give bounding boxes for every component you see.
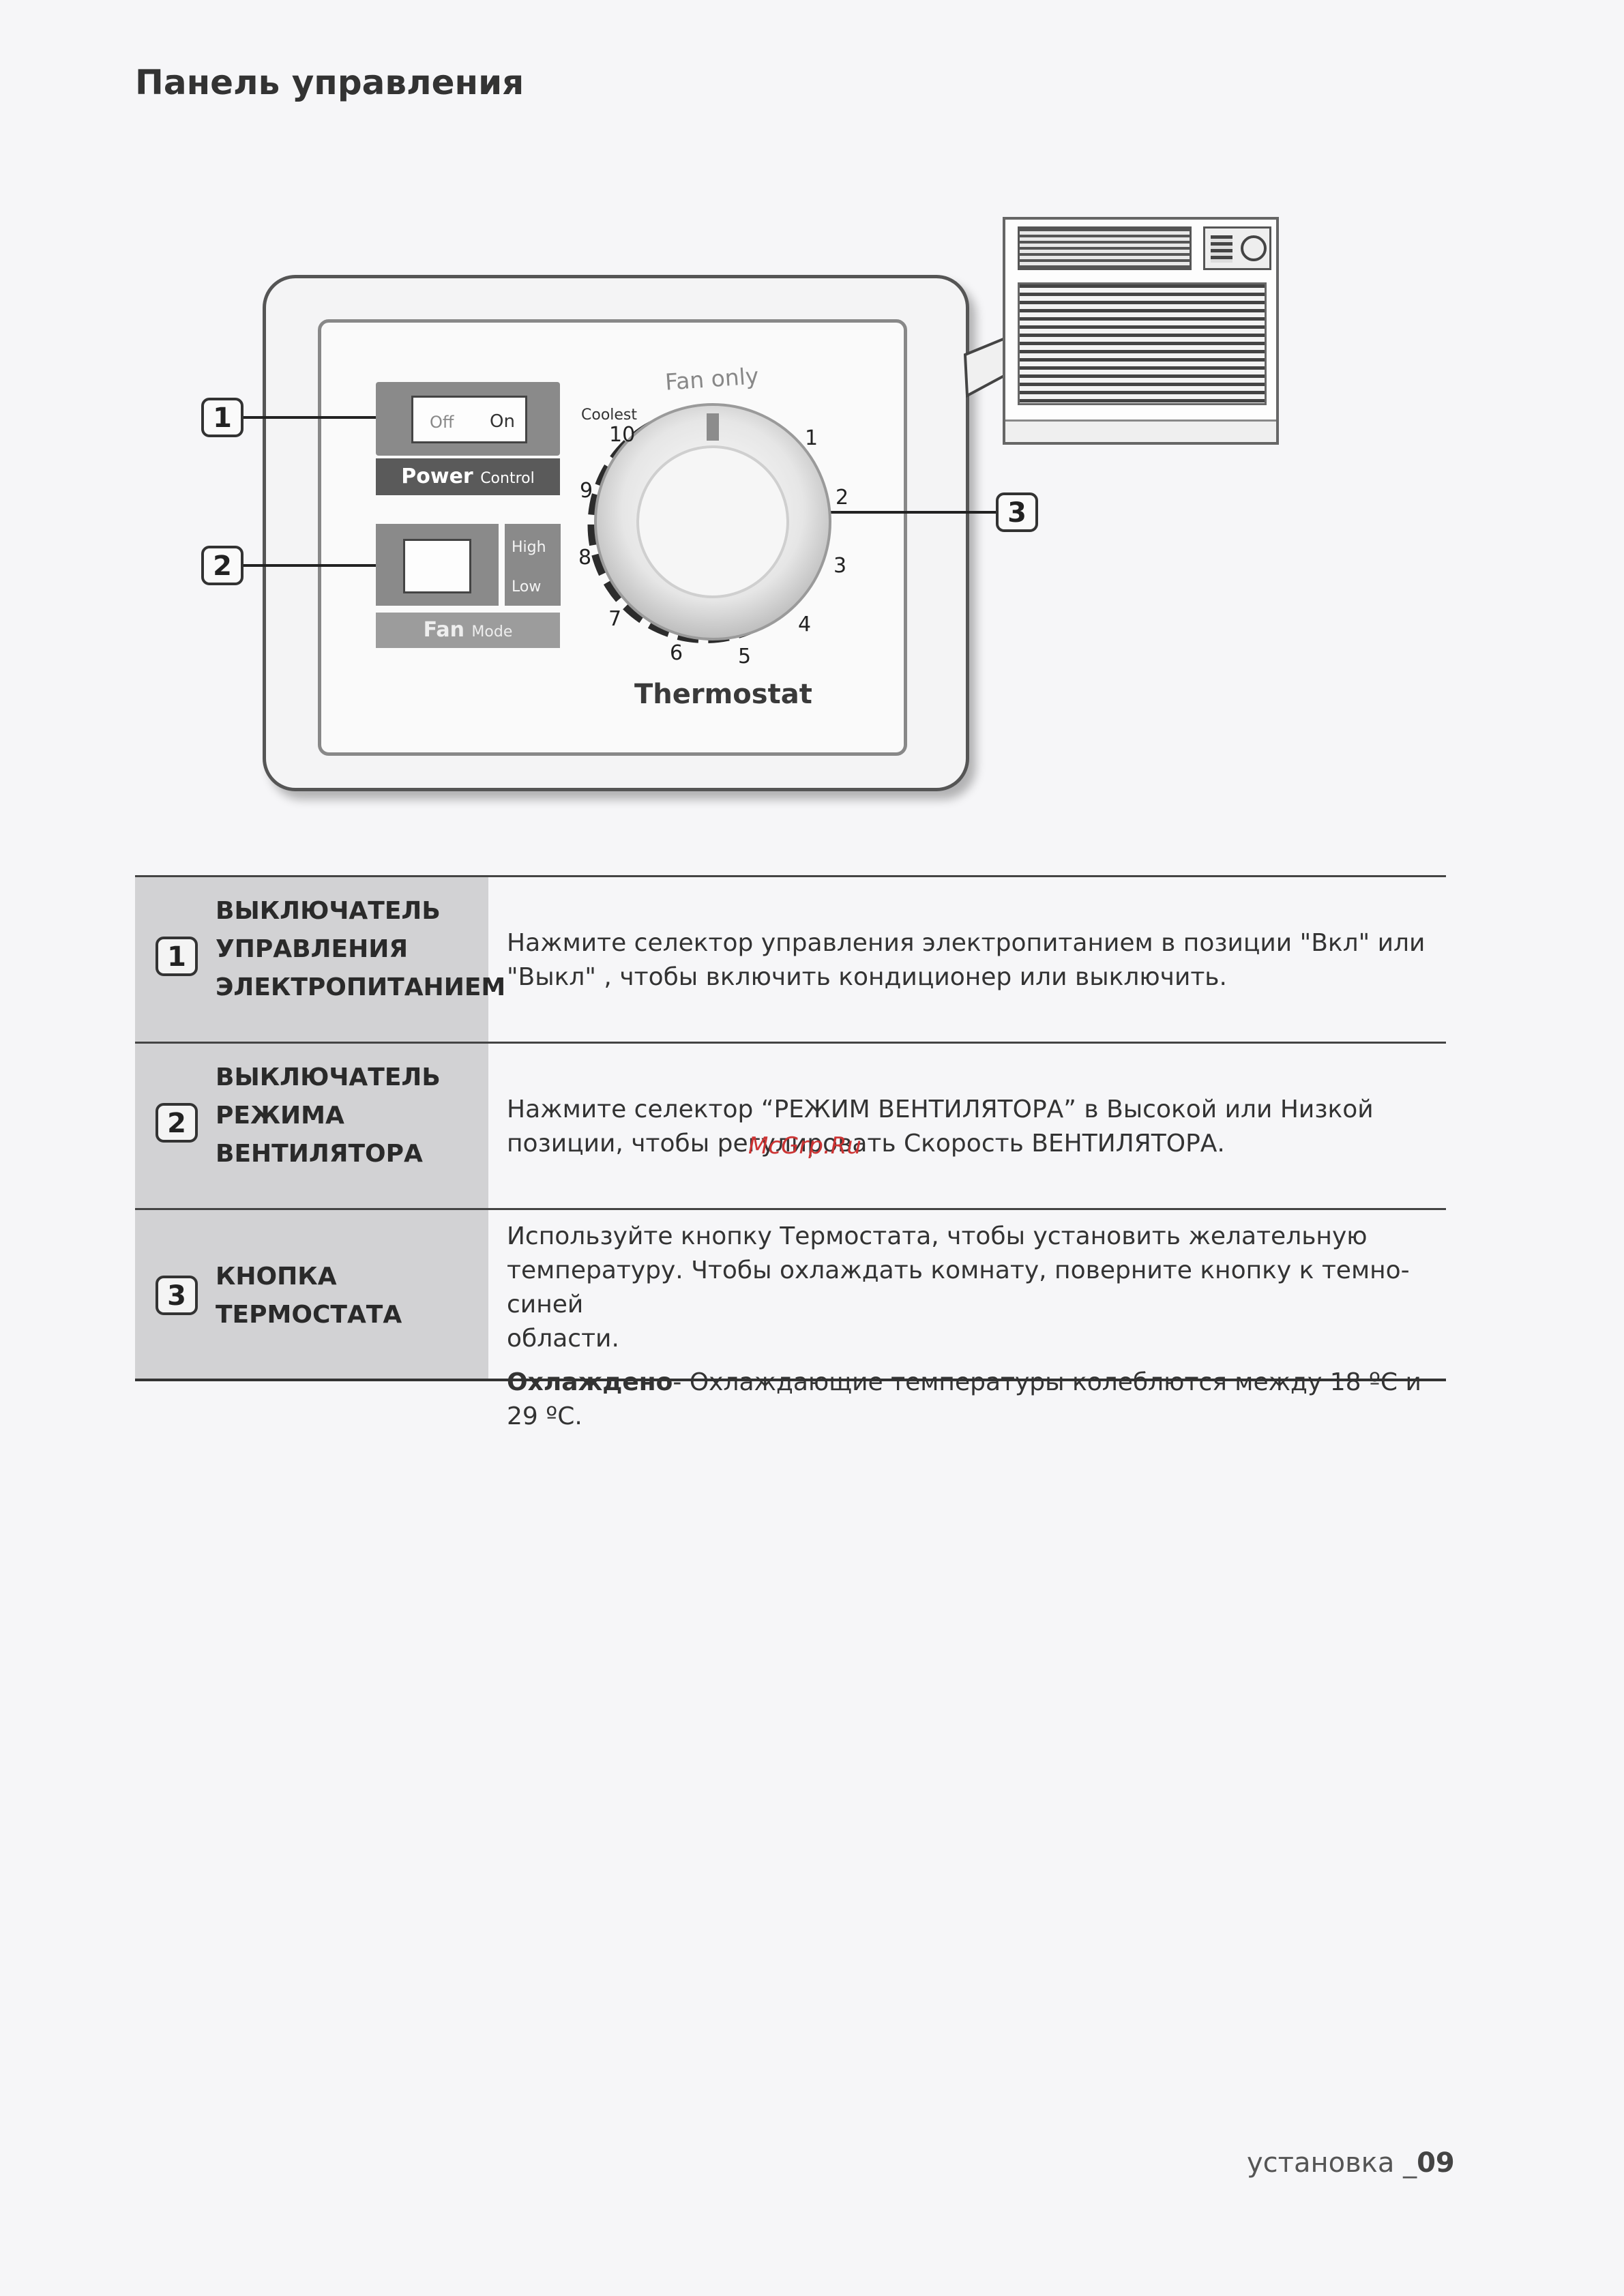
row-note-bold: Охлаждено xyxy=(507,1368,673,1396)
row-name: ВЫКЛЮЧАТЕЛЬ РЕЖИМА ВЕНТИЛЯТОРА xyxy=(216,1059,441,1173)
page-footer: установка _09 xyxy=(1247,2147,1455,2179)
row-number: 2 xyxy=(156,1103,198,1143)
controls-description-table: 1 ВЫКЛЮЧАТЕЛЬ УПРАВЛЕНИЯ ЭЛЕКТРОПИТАНИЕМ… xyxy=(135,875,1446,1430)
row-description: Используйте кнопку Термостата, чтобы уст… xyxy=(507,1220,1426,1434)
dial-mark-8: 8 xyxy=(578,546,592,570)
top-vent xyxy=(1018,226,1192,270)
row-name-line: РЕЖИМА xyxy=(216,1102,344,1130)
row-desc-line: области. xyxy=(507,1325,619,1353)
row-desc-line: Нажмите селектор управления электропитан… xyxy=(507,929,1426,957)
row-note: Охлаждено- Охлаждающие температуры колеб… xyxy=(507,1366,1426,1434)
watermark: McGrp.Ru xyxy=(748,1132,861,1160)
fan-low-label: Low xyxy=(512,578,542,595)
table-row: 3 КНОПКА ТЕРМОСТАТА Используйте кнопку Т… xyxy=(135,1208,1446,1430)
dial-mark-7: 7 xyxy=(608,607,622,631)
fan-label-main: Fan xyxy=(423,618,464,642)
fan-speed-indicator: High Low xyxy=(505,524,561,606)
power-label-sub: Control xyxy=(480,470,535,487)
row-number: 3 xyxy=(156,1276,198,1315)
dial-mark-6: 6 xyxy=(670,641,683,665)
fan-mode-label: Fan Mode xyxy=(376,613,560,648)
row-name-line: ВЫКЛЮЧАТЕЛЬ xyxy=(216,897,441,925)
power-rocker[interactable]: Off On xyxy=(411,396,527,443)
mini-control-panel xyxy=(1203,226,1271,270)
unit-base xyxy=(1005,420,1276,442)
power-label-main: Power xyxy=(401,465,473,488)
row-name-line: ВЕНТИЛЯТОРА xyxy=(216,1140,423,1168)
front-grille xyxy=(1018,282,1267,405)
fan-mode-switch[interactable] xyxy=(376,524,499,606)
dial-mark-2: 2 xyxy=(836,486,849,510)
row-name-line: КНОПКА xyxy=(216,1263,337,1291)
callout-1: 1 xyxy=(201,398,243,437)
row-name-line: ВЫКЛЮЧАТЕЛЬ xyxy=(216,1063,441,1091)
row-name-line: ЭЛЕКТРОПИТАНИЕМ xyxy=(216,973,506,1001)
dial-mark-1: 1 xyxy=(805,426,818,450)
callout-3: 3 xyxy=(996,492,1038,532)
row-name: ВЫКЛЮЧАТЕЛЬ УПРАВЛЕНИЯ ЭЛЕКТРОПИТАНИЕМ xyxy=(216,892,505,1007)
footer-section: установка _ xyxy=(1247,2147,1417,2179)
row-desc-line: температуру. Чтобы охлаждать комнату, по… xyxy=(507,1256,1410,1319)
row-desc-line: позиции, чтобы регулировать Скорость ВЕН… xyxy=(507,1130,1225,1158)
thermostat-dial-graphic xyxy=(587,403,831,643)
dial-mark-4: 4 xyxy=(798,613,812,636)
table-row: 2 ВЫКЛЮЧАТЕЛЬ РЕЖИМА ВЕНТИЛЯТОРА Нажмите… xyxy=(135,1042,1446,1208)
dial-mark-3: 3 xyxy=(833,554,847,578)
thermostat-label: Thermostat xyxy=(634,679,812,710)
page-number: 09 xyxy=(1417,2147,1455,2179)
dial-mark-10: 10 xyxy=(609,423,636,447)
fan-mode-rocker[interactable] xyxy=(403,539,471,593)
callout-3-line xyxy=(750,511,996,514)
power-on-label: On xyxy=(490,411,515,432)
callout-2: 2 xyxy=(201,546,243,585)
power-off-label: Off xyxy=(430,413,454,432)
power-switch[interactable]: Off On xyxy=(376,382,560,456)
row-description: Нажмите селектор “РЕЖИМ ВЕНТИЛЯТОРА” в В… xyxy=(507,1093,1426,1161)
row-note-text: - Охлаждающие температуры колеблются меж… xyxy=(507,1368,1421,1430)
coolest-label: Coolest xyxy=(581,407,638,424)
row-name-line: УПРАВЛЕНИЯ xyxy=(216,935,409,963)
row-desc-line: "Выкл" , чтобы включить кондиционер или … xyxy=(507,963,1227,991)
power-control-label: Power Control xyxy=(376,458,560,495)
row-name-line: ТЕРМОСТАТА xyxy=(216,1301,402,1329)
callout-2-line xyxy=(243,564,428,567)
row-desc-line: Используйте кнопку Термостата, чтобы уст… xyxy=(507,1222,1368,1250)
fan-high-label: High xyxy=(512,539,546,556)
air-conditioner-unit-illustration xyxy=(1003,217,1279,445)
table-row: 1 ВЫКЛЮЧАТЕЛЬ УПРАВЛЕНИЯ ЭЛЕКТРОПИТАНИЕМ… xyxy=(135,875,1446,1042)
page-title: Панель управления xyxy=(135,63,525,102)
fan-label-sub: Mode xyxy=(471,623,513,641)
row-number: 1 xyxy=(156,937,198,976)
row-desc-line: Нажмите селектор “РЕЖИМ ВЕНТИЛЯТОРА” в В… xyxy=(507,1095,1374,1123)
dial-mark-9: 9 xyxy=(580,479,593,503)
row-description: Нажмите селектор управления электропитан… xyxy=(507,926,1426,995)
row-name: КНОПКА ТЕРМОСТАТА xyxy=(216,1258,402,1334)
dial-mark-5: 5 xyxy=(738,645,752,668)
callout-1-line xyxy=(243,416,486,419)
